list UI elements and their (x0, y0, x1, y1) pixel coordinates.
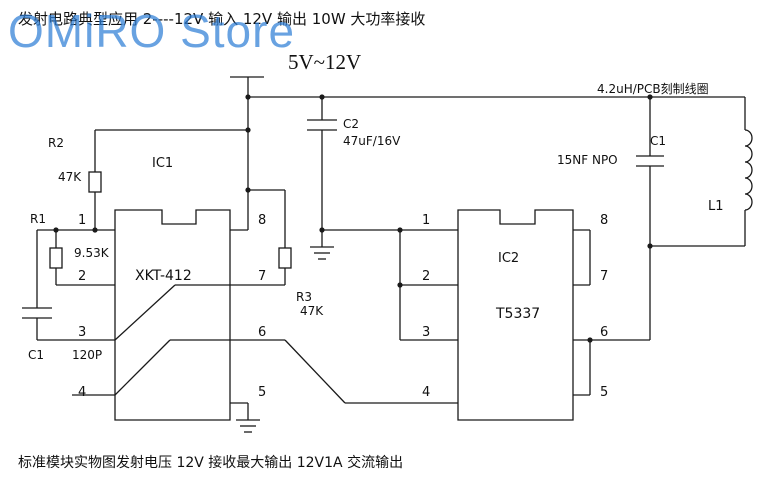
junction-dot (53, 227, 59, 233)
c1-left-value-label: 120P (72, 348, 103, 362)
l1-label: L1 (708, 199, 724, 214)
junction-dot (319, 94, 325, 100)
ic2-pin-7: 7 (600, 269, 609, 284)
junction-dot (319, 227, 325, 233)
r1-label: R1 (30, 212, 46, 226)
c1-right-label: C1 (650, 134, 667, 148)
l1-inductor (744, 129, 753, 211)
ic2-part-label: T5337 (496, 306, 541, 322)
junction-dot (245, 127, 251, 133)
junction-dot (397, 282, 403, 288)
ic2-pin-8: 8 (600, 213, 609, 228)
ic1-to-ic2-wire (284, 339, 346, 404)
coil-spec-label: 4.2uH/PCB刻制线圈 (597, 82, 709, 96)
footer-note: 标准模块实物图发射电压 12V 接收最大输出 12V1A 交流输出 (18, 455, 404, 471)
r3-label: R3 (296, 290, 312, 304)
ic1-pin-2: 2 (78, 269, 87, 284)
junction-dot (245, 187, 251, 193)
r2-value-label: 47K (58, 170, 82, 184)
r1-value-label: 9.53K (74, 246, 109, 260)
ic1-pin-5: 5 (258, 385, 267, 400)
ic2-pin-1: 1 (422, 213, 431, 228)
ic1-part-label: XKT-412 (135, 268, 192, 284)
c1-right-value-label: 15NF NPO (557, 153, 618, 167)
r3-resistor (278, 247, 292, 269)
r2-label: R2 (48, 136, 64, 150)
pin3-to-pin7-wire (114, 284, 176, 341)
ic1-pin-3: 3 (78, 325, 87, 340)
r2-resistor (88, 171, 102, 193)
supply-voltage-label: 5V~12V (288, 50, 362, 74)
junction-dot (397, 227, 403, 233)
ic2-name-label: IC2 (498, 251, 520, 266)
ic1-pin-4: 4 (78, 385, 87, 400)
ic2-pin-6: 6 (600, 325, 609, 340)
ic2-pin-5: 5 (600, 385, 609, 400)
ic2-pin-2: 2 (422, 269, 431, 284)
junction-dot (587, 337, 593, 343)
r3-value-label: 47K (300, 304, 324, 318)
ic1-pin-1: 1 (78, 213, 87, 228)
ic1-pin-8: 8 (258, 213, 267, 228)
store-watermark: OMiRO Store (8, 5, 296, 57)
ic1-pin-6: 6 (258, 325, 267, 340)
junction-dot (245, 94, 251, 100)
ic1-pin-7: 7 (258, 269, 267, 284)
junction-dot (647, 243, 653, 249)
ic2-pin-4: 4 (422, 385, 431, 400)
r1-resistor (49, 247, 63, 269)
junction-dot (92, 227, 98, 233)
c1-left-label: C1 (28, 348, 45, 362)
pin4-to-pin6-wire (114, 339, 171, 396)
junction-dots (53, 94, 653, 343)
ic1-body (114, 209, 231, 421)
junction-dot (647, 94, 653, 100)
c2-label: C2 (343, 117, 360, 131)
ic1-name-label: IC1 (152, 156, 174, 171)
c2-value-label: 47uF/16V (343, 134, 401, 148)
diagram-title: 发射电路典型应用 2----12V 输入 12V 输出 10W 大功率接收 (18, 10, 426, 28)
ic2-body (457, 209, 574, 421)
ic2-pin-3: 3 (422, 325, 431, 340)
